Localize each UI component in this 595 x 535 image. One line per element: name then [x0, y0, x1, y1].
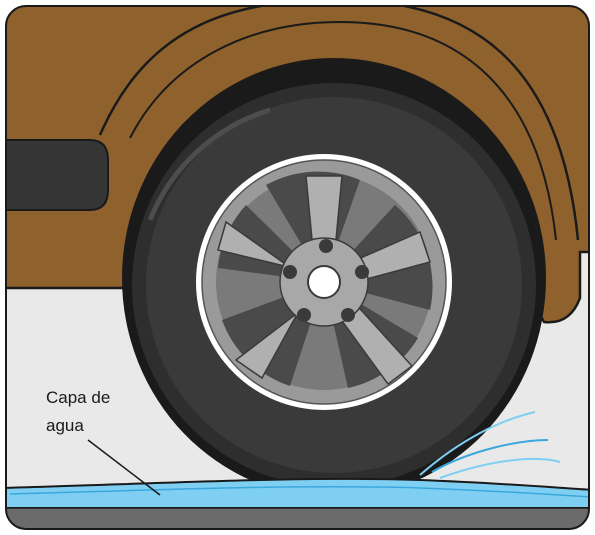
water-layer-label-line1: Capa de: [46, 388, 110, 407]
lug-nut-4: [297, 308, 311, 322]
water-layer-label: Capa de agua: [46, 384, 156, 440]
lug-nut-3: [341, 308, 355, 322]
road-surface: [0, 508, 595, 535]
lug-nut-2: [355, 265, 369, 279]
center-cap: [308, 266, 340, 298]
lug-nut-5: [283, 265, 297, 279]
side-vent: [0, 140, 108, 210]
lug-nut-1: [319, 239, 333, 253]
water-layer-label-line2: agua: [46, 416, 84, 435]
